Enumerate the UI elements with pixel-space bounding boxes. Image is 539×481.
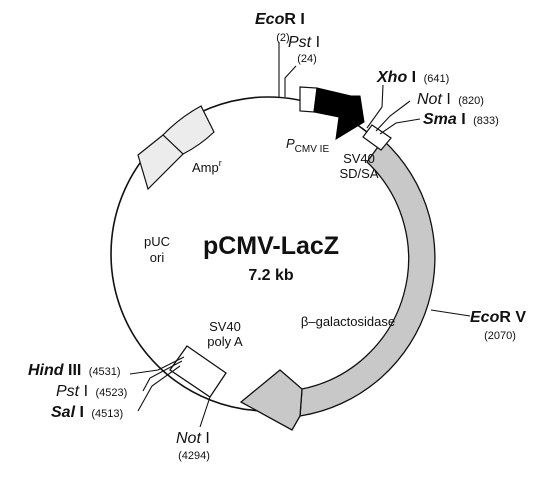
psti-1-line [284, 65, 297, 97]
ampr-arrowhead [137, 134, 184, 191]
sv40-sdsa-box [362, 124, 392, 151]
plasmid-name: pCMV-LacZ [203, 232, 339, 260]
sali-line [137, 365, 181, 412]
lacz-label: β–galactosidase [301, 314, 395, 329]
ori-label: ori [150, 250, 165, 265]
hindiii-line [129, 356, 185, 375]
sv40-polya-label-2: poly A [207, 334, 243, 349]
lacz-arrow [299, 139, 436, 417]
noti-2-pos: (4294) [178, 450, 210, 462]
noti-2-line [199, 396, 211, 428]
plasmid-size: 7.2 kb [248, 267, 294, 284]
sv40-sdsa-label-1: SV40 [343, 151, 375, 166]
psti-2-name: Pst I (4523) [56, 383, 127, 400]
ecorv-name: EcoR V [470, 309, 526, 326]
psti-1-pos: (24) [297, 53, 317, 65]
psti-1-name: Pst I [288, 34, 320, 51]
noti-1-name: Not I (820) [417, 91, 484, 108]
ecori-1-pos: (2) [276, 32, 289, 44]
hindiii-name: Hind III (4531) [28, 362, 121, 379]
lacz-arrowhead [239, 369, 303, 431]
xhoi-name: Xho I (641) [376, 69, 449, 86]
smai-name: Sma I (833) [423, 111, 499, 128]
smai-line [379, 118, 421, 135]
xhoi-line [366, 84, 384, 129]
noti-1-line [375, 100, 411, 132]
ecorv-pos: (2070) [484, 330, 516, 342]
sv40-polya-box [169, 345, 227, 398]
puc-label: pUC [144, 234, 170, 249]
ecori-1-name: EcoR I [255, 11, 305, 28]
sv40-polya-label-1: SV40 [209, 319, 241, 334]
ampr-label: Ampr [192, 158, 222, 175]
noti-2-name: Not I [176, 430, 210, 447]
ecorv-line [430, 309, 471, 317]
pcmv-label: PCMV IE [286, 136, 329, 155]
pcmv-arrow [313, 87, 365, 140]
psti-2-line [142, 360, 183, 392]
sv40-sdsa-label-2: SD/SA [339, 166, 378, 181]
sali-name: Sal I (4513) [51, 404, 123, 421]
